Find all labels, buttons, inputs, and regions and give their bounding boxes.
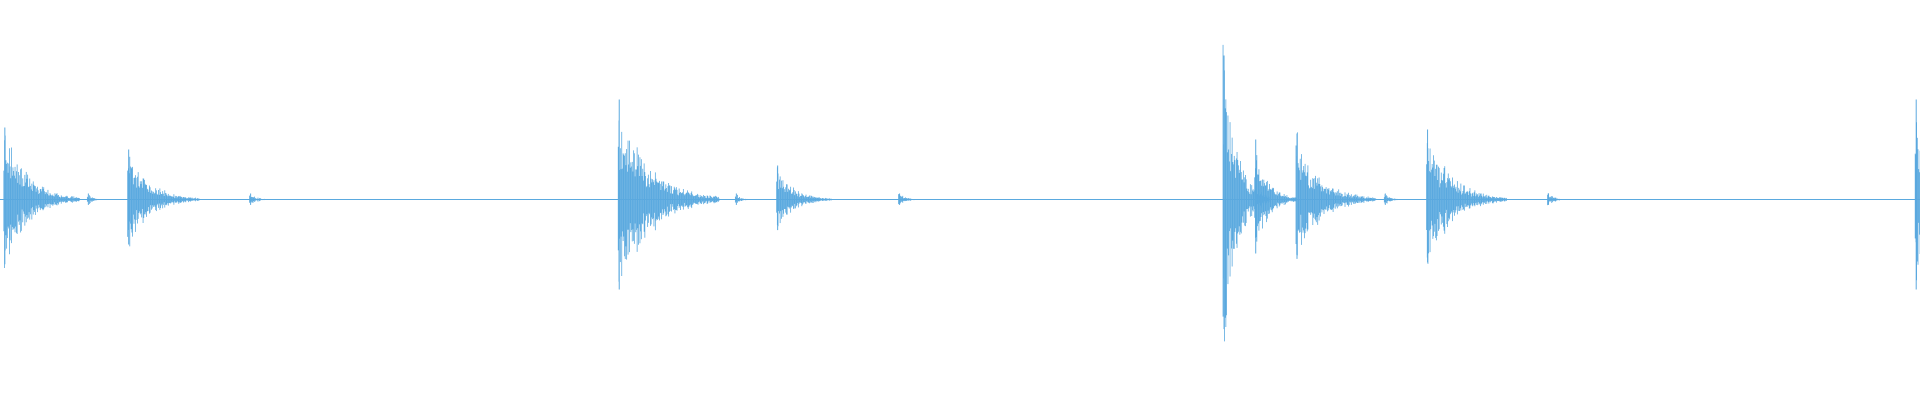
waveform-burst [1383,193,1401,205]
waveform-burst [734,193,748,205]
waveform-burst [1914,99,1920,290]
waveform-bursts [3,44,1920,342]
waveform-burst [1295,132,1377,259]
waveform-burst [127,149,200,247]
waveform-burst [898,193,916,205]
waveform-burst [1547,193,1562,206]
waveform-burst [249,193,269,205]
waveform-burst [1222,44,1270,342]
waveform-burst [3,127,80,269]
waveform-burst [776,165,832,231]
waveform-burst [617,99,720,290]
waveform-burst [1254,139,1298,254]
waveform-burst [1426,129,1507,264]
waveform-burst [86,193,99,205]
